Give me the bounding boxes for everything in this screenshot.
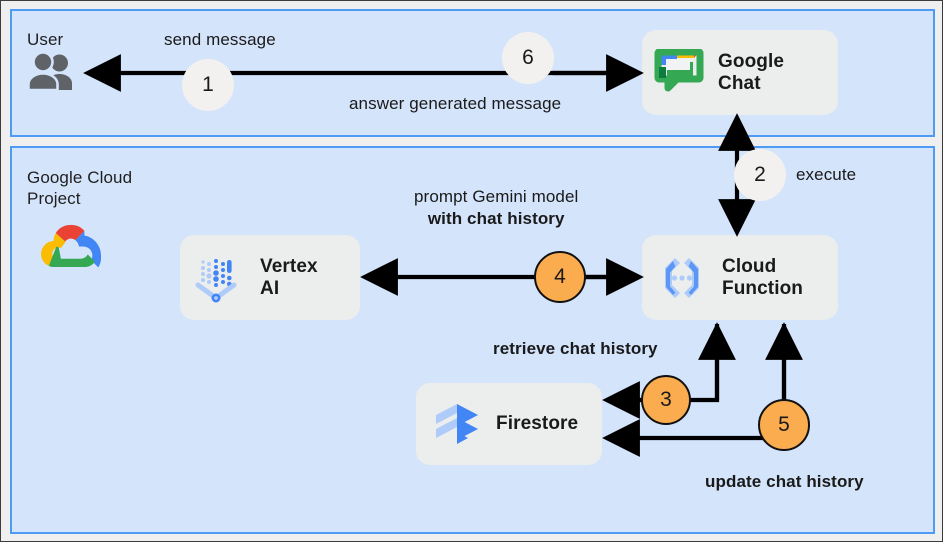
caption-update-chat-history: update chat history	[705, 472, 864, 491]
caption-retrieve-chat-history: retrieve chat history	[493, 339, 658, 358]
caption-execute: execute	[796, 165, 857, 184]
service-box-cloud-function[interactable]: Cloud Function	[642, 235, 838, 320]
service-label-firestore: Firestore	[496, 413, 579, 434]
caption-send-message: send message	[164, 30, 276, 49]
step-badge-3[interactable]: 3	[641, 375, 691, 425]
service-label-vertex-ai: Vertex AI	[260, 255, 318, 299]
people-icon	[25, 51, 79, 96]
step-badge-4[interactable]: 4	[534, 251, 586, 303]
service-box-firestore[interactable]: Firestore	[416, 383, 602, 465]
step-badge-2[interactable]: 2	[734, 149, 786, 201]
service-label-google-chat: Google Chat	[718, 50, 785, 94]
panel-user-title: User	[27, 30, 64, 49]
caption-answer-generated-message: answer generated message	[349, 94, 562, 113]
panel-google-cloud-project-title: Google Cloud Project	[27, 168, 133, 208]
service-label-cloud-function: Cloud Function	[722, 255, 804, 299]
service-box-vertex-ai[interactable]: Vertex AI	[180, 235, 360, 320]
vertex-ai-icon	[194, 252, 248, 304]
firestore-icon	[432, 399, 482, 449]
service-box-google-chat[interactable]: Google Chat	[642, 30, 838, 115]
step-badge-1[interactable]: 1	[182, 59, 234, 111]
step-badge-6[interactable]: 6	[502, 32, 554, 84]
cloud-function-icon	[656, 252, 708, 304]
step-badge-5[interactable]: 5	[758, 399, 810, 451]
google-chat-icon	[654, 48, 704, 97]
google-cloud-icon	[39, 223, 102, 278]
